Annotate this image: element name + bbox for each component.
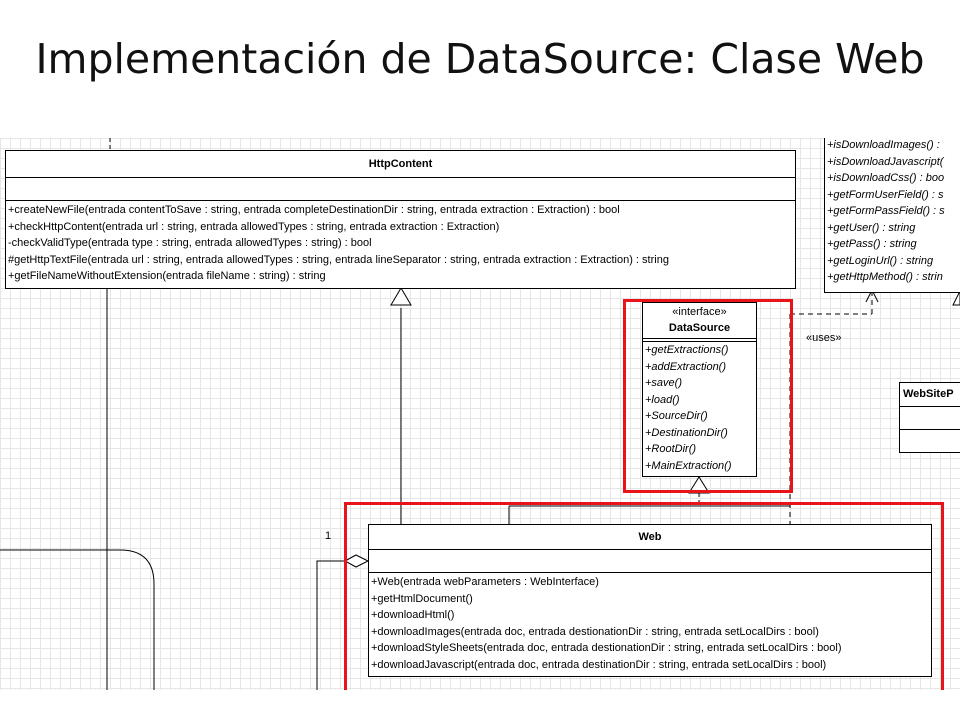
web-operation: +Web(entrada webParameters : WebInterfac…	[371, 576, 599, 588]
httpcontent-attributes	[6, 178, 795, 201]
web-operation: +downloadImages(entrada doc, entrada des…	[371, 625, 819, 638]
datasource-operations: +getExtractions() +addExtraction() +save…	[643, 342, 756, 475]
httpcontent-operation: +checkHttpContent(entrada url : string, …	[8, 220, 500, 233]
web-operation: +downloadJavascript(entrada doc, entrada…	[371, 658, 827, 671]
web-class-name: Web	[369, 525, 931, 550]
uses-label: «uses»	[806, 332, 842, 344]
httpcontent-operation: -checkValidType(entrada type : string, e…	[8, 237, 372, 249]
web-highlight	[344, 502, 944, 690]
web-interface-operation: +getPass() : string	[827, 238, 917, 250]
uml-diagram-canvas: HttpContent +createNewFile(entrada conte…	[0, 138, 960, 690]
web-interface-operation: +getHttpMethod() : strin	[827, 271, 943, 283]
web-attributes	[369, 550, 931, 573]
diagram-connectors	[0, 138, 960, 690]
datasource-operation: +RootDir()	[645, 443, 697, 455]
datasource-stereotype: «interface»	[672, 306, 727, 318]
web-operation: +getHtmlDocument()	[371, 592, 473, 605]
website-class-name: WebSiteP	[900, 383, 960, 407]
aggregation-line	[316, 560, 345, 690]
httpcontent-class[interactable]: HttpContent +createNewFile(entrada conte…	[5, 150, 796, 289]
httpcontent-operation: +createNewFile(entrada contentToSave : s…	[8, 204, 620, 216]
web-interface-operation: +getFormUserField() : s	[827, 188, 944, 201]
web-interface-operations: +isDownloadImages() : +isDownloadJavascr…	[825, 138, 960, 287]
web-interface-operation: +isDownloadJavascript(	[827, 155, 944, 168]
multiplicity-label: 1	[325, 530, 332, 542]
datasource-operation: +load()	[645, 393, 680, 406]
web-operation: +downloadHtml()	[371, 609, 455, 621]
httpcontent-class-name: HttpContent	[6, 151, 795, 178]
web-operation: +downloadStyleSheets(entrada doc, entrad…	[371, 642, 842, 654]
web-operations: +Web(entrada webParameters : WebInterfac…	[369, 573, 931, 674]
datasource-operation: +DestinationDir()	[645, 426, 728, 439]
generalization-arrowhead-httpcontent	[390, 287, 412, 306]
web-interface-class-partial[interactable]: +isDownloadImages() : +isDownloadJavascr…	[824, 138, 960, 293]
web-interface-operation: +getFormPassField() : s	[827, 205, 945, 217]
httpcontent-operations: +createNewFile(entrada contentToSave : s…	[6, 201, 795, 286]
datasource-header: «interface» DataSource	[643, 303, 756, 339]
website-operations	[900, 430, 960, 452]
web-interface-operation: +getLoginUrl() : string	[827, 254, 934, 267]
datasource-interface[interactable]: «interface» DataSource +getExtractions()…	[642, 302, 757, 477]
website-class-partial[interactable]: WebSiteP	[899, 382, 960, 453]
web-interface-right-arrowhead	[952, 290, 960, 306]
datasource-operation: +MainExtraction()	[645, 459, 732, 472]
datasource-operation: +addExtraction()	[645, 360, 727, 373]
datasource-name: DataSource	[668, 322, 731, 334]
web-interface-operation: +getUser() : string	[827, 221, 916, 234]
website-attributes	[900, 407, 960, 430]
datasource-operation: +save()	[645, 377, 682, 389]
left-rounded-shape	[0, 549, 155, 690]
web-class[interactable]: Web +Web(entrada webParameters : WebInte…	[368, 524, 932, 677]
web-interface-operation: +isDownloadImages() :	[827, 139, 940, 151]
datasource-operation: +SourceDir()	[645, 410, 708, 422]
httpcontent-operation: +getFileNameWithoutExtension(entrada fil…	[8, 270, 326, 282]
slide-title: Implementación de DataSource: Clase Web	[35, 35, 925, 83]
web-interface-operation: +isDownloadCss() : boo	[827, 172, 945, 184]
datasource-highlight	[623, 299, 793, 493]
httpcontent-operation: #getHttpTextFile(entrada url : string, e…	[8, 253, 669, 266]
datasource-attributes	[643, 339, 756, 342]
datasource-operation: +getExtractions()	[645, 344, 729, 356]
